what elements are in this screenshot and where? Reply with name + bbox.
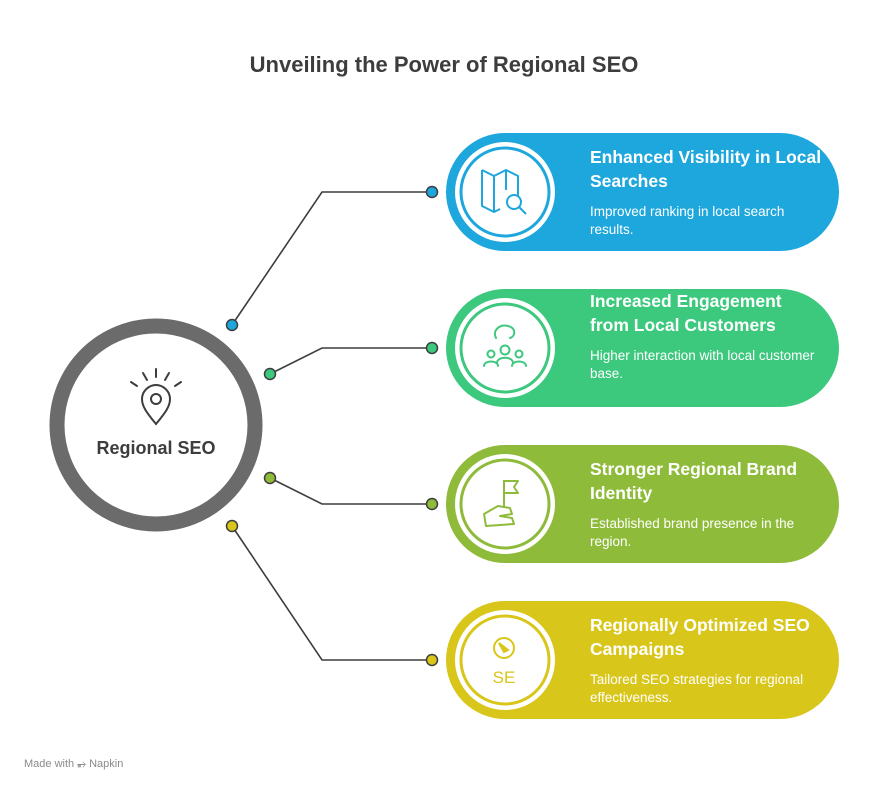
map-search-icon (481, 169, 527, 215)
connector-3-start-dot (263, 471, 277, 485)
card-2-icon-ring (455, 298, 555, 398)
card-2-text: Increased Engagement from Local Customer… (590, 289, 825, 383)
card-1-icon-inner (459, 146, 551, 238)
card-4-title: Regionally Optimized SEO Campaigns (590, 615, 810, 659)
footer-brand: Napkin (89, 758, 124, 770)
card-1 (446, 133, 839, 251)
card-2-description: Higher interaction with local customer b… (590, 348, 815, 381)
connector-1 (231, 191, 432, 326)
card-4-text: Regionally Optimized SEO Campaigns Tailo… (590, 613, 825, 707)
card-3-text: Stronger Regional Brand Identity Establi… (590, 457, 825, 551)
card-1-icon-ring (455, 142, 555, 242)
card-1-text: Enhanced Visibility in Local Searches Im… (590, 145, 825, 239)
connector-4 (231, 525, 432, 661)
card-3-title: Stronger Regional Brand Identity (590, 459, 798, 503)
card-4-description: Tailored SEO strategies for regional eff… (590, 672, 804, 705)
compass-se-icon: SE (493, 637, 516, 687)
connector-2-start-dot (263, 367, 277, 381)
footer: Made with ⥵ Napkin (24, 758, 123, 771)
card-4-icon-inner (459, 614, 551, 706)
hand-flag-icon (483, 480, 519, 527)
card-2 (446, 289, 839, 407)
napkin-logo-icon: ⥵ (77, 758, 87, 770)
connector-4-start-dot (225, 519, 239, 533)
card-2-icon-inner (459, 302, 551, 394)
connector-1-end-dot (425, 185, 439, 199)
connector-4-end-dot (425, 653, 439, 667)
card-1-description: Improved ranking in local search results… (590, 204, 785, 237)
card-3-icon-inner (459, 458, 551, 550)
connector-2-end-dot (425, 341, 439, 355)
connector-3-end-dot (425, 497, 439, 511)
compass-se-text: SE (493, 668, 516, 687)
customer-group-icon (483, 324, 527, 367)
card-3 (446, 445, 839, 563)
location-pin-icon (130, 368, 182, 426)
card-3-description: Established brand presence in the region… (590, 516, 795, 549)
connector-2 (269, 347, 432, 375)
card-1-title: Enhanced Visibility in Local Searches (590, 147, 822, 191)
card-2-title: Increased Engagement from Local Customer… (590, 291, 782, 335)
connector-1-start-dot (225, 318, 239, 332)
hub-circle (49, 318, 263, 532)
card-4-icon-ring (455, 610, 555, 710)
card-4: SE (446, 601, 839, 719)
page-title: Unveiling the Power of Regional SEO (249, 52, 639, 77)
hub-label: Regional SEO (96, 438, 216, 458)
connector-3 (269, 477, 432, 505)
footer-made-with: Made with (24, 758, 75, 770)
